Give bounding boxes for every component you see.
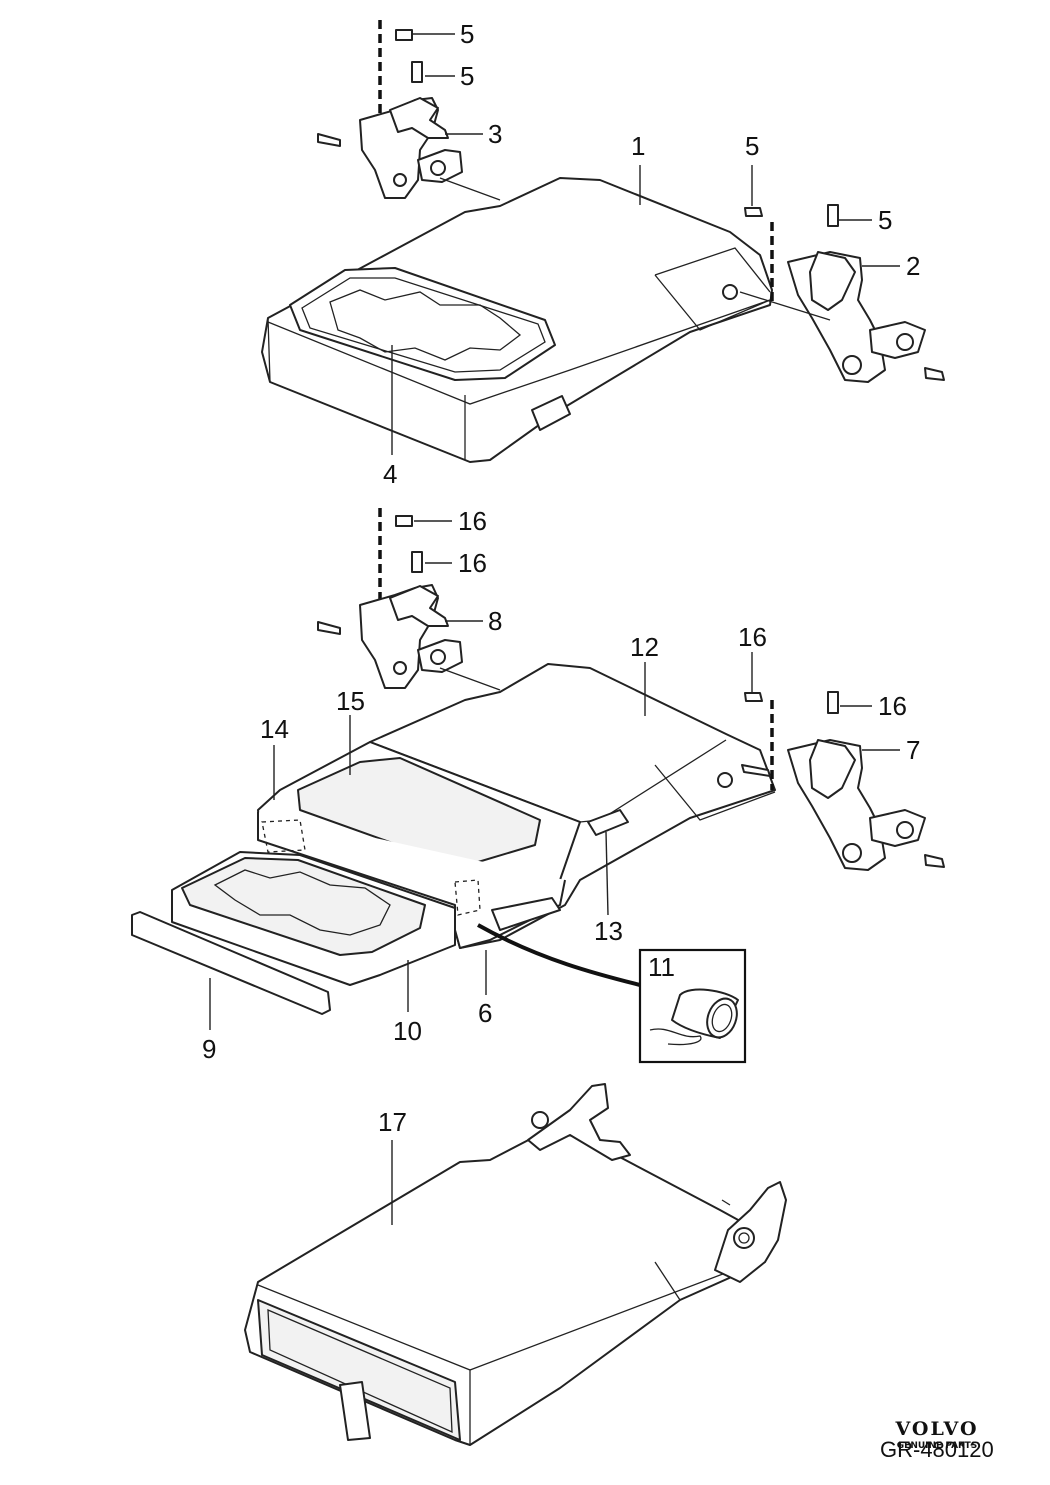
screw [924,367,945,381]
screw [395,29,413,41]
callout-13: 13 [594,916,623,946]
armrest-lid-assembly-bottom [244,1083,787,1446]
handle [339,1381,371,1441]
hinge-left-8 [317,508,501,691]
button-13 [587,809,629,836]
pin [741,764,771,777]
callout-4: 4 [383,459,397,489]
callout-16: 16 [878,691,907,721]
callout-16: 16 [458,506,487,536]
hinge-right-7 [741,691,945,871]
callout-12: 12 [630,632,659,662]
screw [827,204,839,227]
callout-5: 5 [460,61,474,91]
storage-recess [257,1299,461,1441]
latch [491,897,561,931]
brand-subtitle: GENUINE PARTS [896,1441,978,1451]
lid-pin [717,772,733,788]
screw [744,207,763,217]
hinge-right-2 [739,204,945,383]
callout-9: 9 [202,1034,216,1064]
armrest-lid-17 [244,1133,766,1446]
lid-latch [531,395,571,431]
callout-2: 2 [906,251,920,281]
screw [395,515,413,527]
callout-11: 11 [648,952,675,982]
lid-pin [722,284,738,300]
panel-15 [297,757,541,863]
screw [411,61,423,83]
callout-8: 8 [488,606,502,636]
screw [411,551,423,573]
cupholder-insert-4 [289,267,556,381]
callout-7: 7 [906,735,920,765]
callout-16: 16 [738,622,767,652]
callout-14: 14 [260,714,289,744]
callout-3: 3 [488,119,502,149]
callout-16: 16 [458,548,487,578]
callout-5: 5 [878,205,892,235]
trim-strip-9 [131,911,331,1015]
detail-box-11 [477,923,747,1064]
screw [317,133,341,147]
armrest-lid-assembly-middle [131,663,776,1015]
callout-5: 5 [460,19,474,49]
callout-10: 10 [393,1016,422,1046]
drawing-number: GR-480120 [880,1437,994,1462]
screw [317,621,341,635]
callout-6: 6 [478,998,492,1028]
screw [827,691,839,714]
volvo-genuine-parts-logo: VOLVO GENUINE PARTS [876,1418,998,1451]
callouts: 5 5 3 1 5 5 2 4 16 16 8 12 16 16 7 14 15 [202,19,920,1225]
screw [924,854,945,868]
armrest-lid-assembly-top [261,177,773,463]
callout-15: 15 [336,686,365,716]
callout-17: 17 [378,1107,407,1137]
callout-1: 1 [631,131,645,161]
brand-name: VOLVO [895,1418,979,1440]
screw [744,692,763,702]
callout-5: 5 [745,131,759,161]
